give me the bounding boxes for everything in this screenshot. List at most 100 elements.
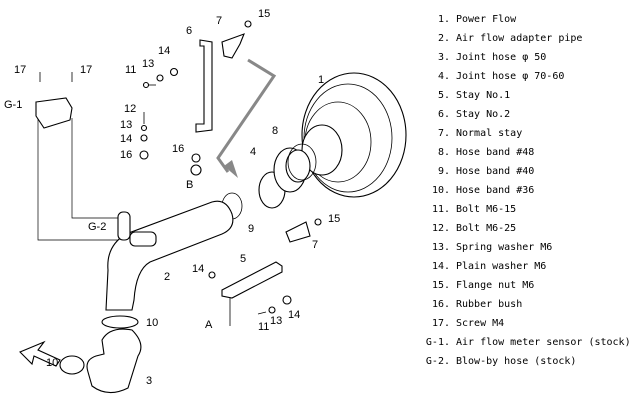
legend-item: G-2. Blow-by hose (stock) (424, 352, 638, 371)
legend-text: Blow-by hose (stock) (456, 356, 577, 367)
joint-hose-70-60 (258, 147, 311, 209)
air-flow-meter-sensor (35, 97, 73, 129)
legend-item: 10. Hose band #36 (424, 181, 638, 200)
legend-text: Hose band #40 (456, 166, 535, 177)
callout-10a: 10 (146, 317, 158, 329)
parts-legend: 1. Power Flow 2. Air flow adapter pipe 3. Joi… (424, 10, 638, 371)
legend-number: 4. (437, 71, 450, 82)
legend-number: 5. (437, 90, 450, 101)
legend-item: 17.Screw M4 (424, 314, 638, 333)
stay-no2 (195, 39, 213, 133)
legend-number: 1. (437, 14, 450, 25)
callout-17a: 17 (14, 64, 26, 76)
callout-1: 1 (318, 74, 324, 86)
callout-4: 4 (250, 146, 256, 158)
legend-text: Hose band #36 (456, 185, 535, 196)
legend-item: 4. Joint hose φ 70-60 (424, 67, 638, 86)
normal-stay-lower (285, 221, 311, 243)
callout-13a: 13 (142, 58, 154, 70)
legend-number: 13. (431, 242, 450, 253)
callout-16b: 16 (172, 143, 184, 155)
normal-stay-upper (221, 33, 245, 59)
callout-9: 9 (248, 223, 254, 235)
legend-item: 11. Bolt M6-15 (424, 200, 638, 219)
legend-text: Power Flow (456, 14, 517, 25)
legend-number: 2. (437, 33, 450, 44)
legend-text: Hose band #48 (456, 147, 535, 158)
callout-14d: 14 (288, 309, 300, 321)
legend-item: 6.Stay No.2 (424, 105, 638, 124)
joint-hose-50 (86, 328, 142, 394)
callout-g2: G-2 (88, 221, 106, 233)
fasteners (39, 20, 322, 326)
callout-14b: 14 (120, 133, 132, 145)
legend-item: 16.Rubber bush (424, 295, 638, 314)
callout-3: 3 (146, 375, 152, 387)
legend-text: Air flow adapter pipe (456, 33, 583, 44)
callout-15a: 15 (258, 8, 270, 20)
legend-text: Bolt M6-25 (456, 223, 517, 234)
callout-A: A (205, 319, 213, 331)
legend-number: 7. (437, 128, 450, 139)
legend-text: Rubber bush (456, 299, 523, 310)
legend-number: 14. (431, 261, 450, 272)
callout-16a: 16 (120, 149, 132, 161)
legend-number: 17. (431, 318, 450, 329)
legend-text: Stay No.2 (456, 109, 511, 120)
legend-text: Normal stay (456, 128, 523, 139)
callout-11a: 11 (125, 64, 136, 76)
callout-8: 8 (272, 125, 278, 137)
legend-text: Stay No.1 (456, 90, 511, 101)
hose-band-36-upper (101, 315, 139, 329)
legend-text: Plain washer M6 (456, 261, 547, 272)
legend-number: 11. (431, 204, 450, 215)
pipe-sensor-port (129, 231, 157, 247)
callout-15b: 15 (328, 213, 340, 225)
callout-17b: 17 (80, 64, 92, 76)
hose-band-48 (287, 143, 317, 181)
legend-item: 9. Hose band #40 (424, 162, 638, 181)
blow-by-hose (117, 211, 131, 241)
legend-number: 9. (437, 166, 450, 177)
callout-g1: G-1 (4, 99, 22, 111)
callout-7b: 7 (312, 239, 318, 251)
legend-item: 1. Power Flow (424, 10, 638, 29)
legend-text: Flange nut M6 (456, 280, 535, 291)
legend-number: 12. (431, 223, 450, 234)
legend-text: Spring washer M6 (456, 242, 553, 253)
callout-13c: 13 (270, 315, 282, 327)
callout-11b: 11 (258, 321, 269, 333)
callout-7a: 7 (216, 15, 222, 27)
stay-no1 (221, 261, 283, 299)
legend-text: Joint hose φ 70-60 (456, 71, 565, 82)
legend-item: 5. Stay No.1 (424, 86, 638, 105)
power-flow-filter (301, 72, 407, 198)
legend-item: 14. Plain washer M6 (424, 257, 638, 276)
legend-item: G-1. Air flow meter sensor (stock) (424, 333, 638, 352)
legend-number: G-1. (425, 337, 450, 348)
legend-number: 10. (431, 185, 450, 196)
callout-14c: 14 (192, 263, 204, 275)
legend-number: 3. (437, 52, 450, 63)
callout-B: B (186, 179, 193, 191)
callout-13b: 13 (120, 119, 132, 131)
hose-band-36-lower (59, 355, 85, 375)
callout-6: 6 (186, 25, 192, 37)
legend-text: Air flow meter sensor (stock) (456, 337, 631, 348)
callout-5: 5 (240, 253, 246, 265)
legend-item: 2. Air flow adapter pipe (424, 29, 638, 48)
legend-item: 7. Normal stay (424, 124, 638, 143)
sensor-wire-outline (37, 112, 140, 241)
legend-item: 13. Spring washer M6 (424, 238, 638, 257)
legend-number: 15. (431, 280, 450, 291)
legend-text: Bolt M6-15 (456, 204, 517, 215)
legend-item: 15. Flange nut M6 (424, 276, 638, 295)
assembly-arrow-head (224, 160, 238, 178)
legend-number: 8. (437, 147, 450, 158)
legend-text: Joint hose φ 50 (456, 52, 547, 63)
callout-12: 12 (124, 103, 136, 115)
legend-number: G-2. (425, 356, 450, 367)
callout-2: 2 (164, 271, 170, 283)
legend-item: 3. Joint hose φ 50 (424, 48, 638, 67)
